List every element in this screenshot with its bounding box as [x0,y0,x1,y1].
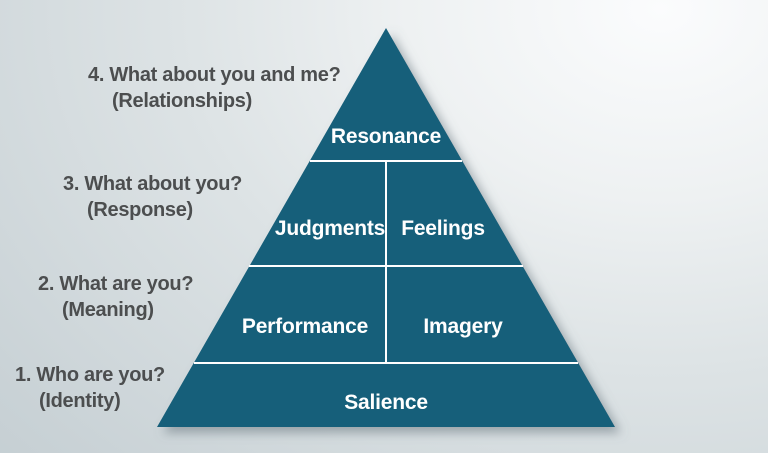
stage-label-response: 3. What about you? (Response) [63,171,242,223]
stage-name: (Identity) [39,390,121,412]
pyramid-cell-imagery: Imagery [423,315,503,338]
stage-label-identity: 1. Who are you? (Identity) [15,362,165,414]
pyramid-cell-resonance: Resonance [331,125,441,148]
stage-question: 1. Who are you? [15,364,165,386]
pyramid-cell-feelings: Feelings [401,217,485,240]
stage-label-meaning: 2. What are you? (Meaning) [38,271,194,323]
stage-question: 2. What are you? [38,273,194,295]
pyramid-cell-judgments: Judgments [275,217,385,240]
stage-label-relationships: 4. What about you and me? (Relationships… [88,62,341,114]
pyramid-cell-performance: Performance [242,315,368,338]
pyramid-cell-salience: Salience [344,391,428,414]
stage-name: (Response) [87,199,193,221]
stage-question: 3. What about you? [63,173,243,195]
stage-name: (Meaning) [62,299,154,321]
stage-question: 4. What about you and me? [88,64,341,86]
stage-name: (Relationships) [112,90,252,112]
